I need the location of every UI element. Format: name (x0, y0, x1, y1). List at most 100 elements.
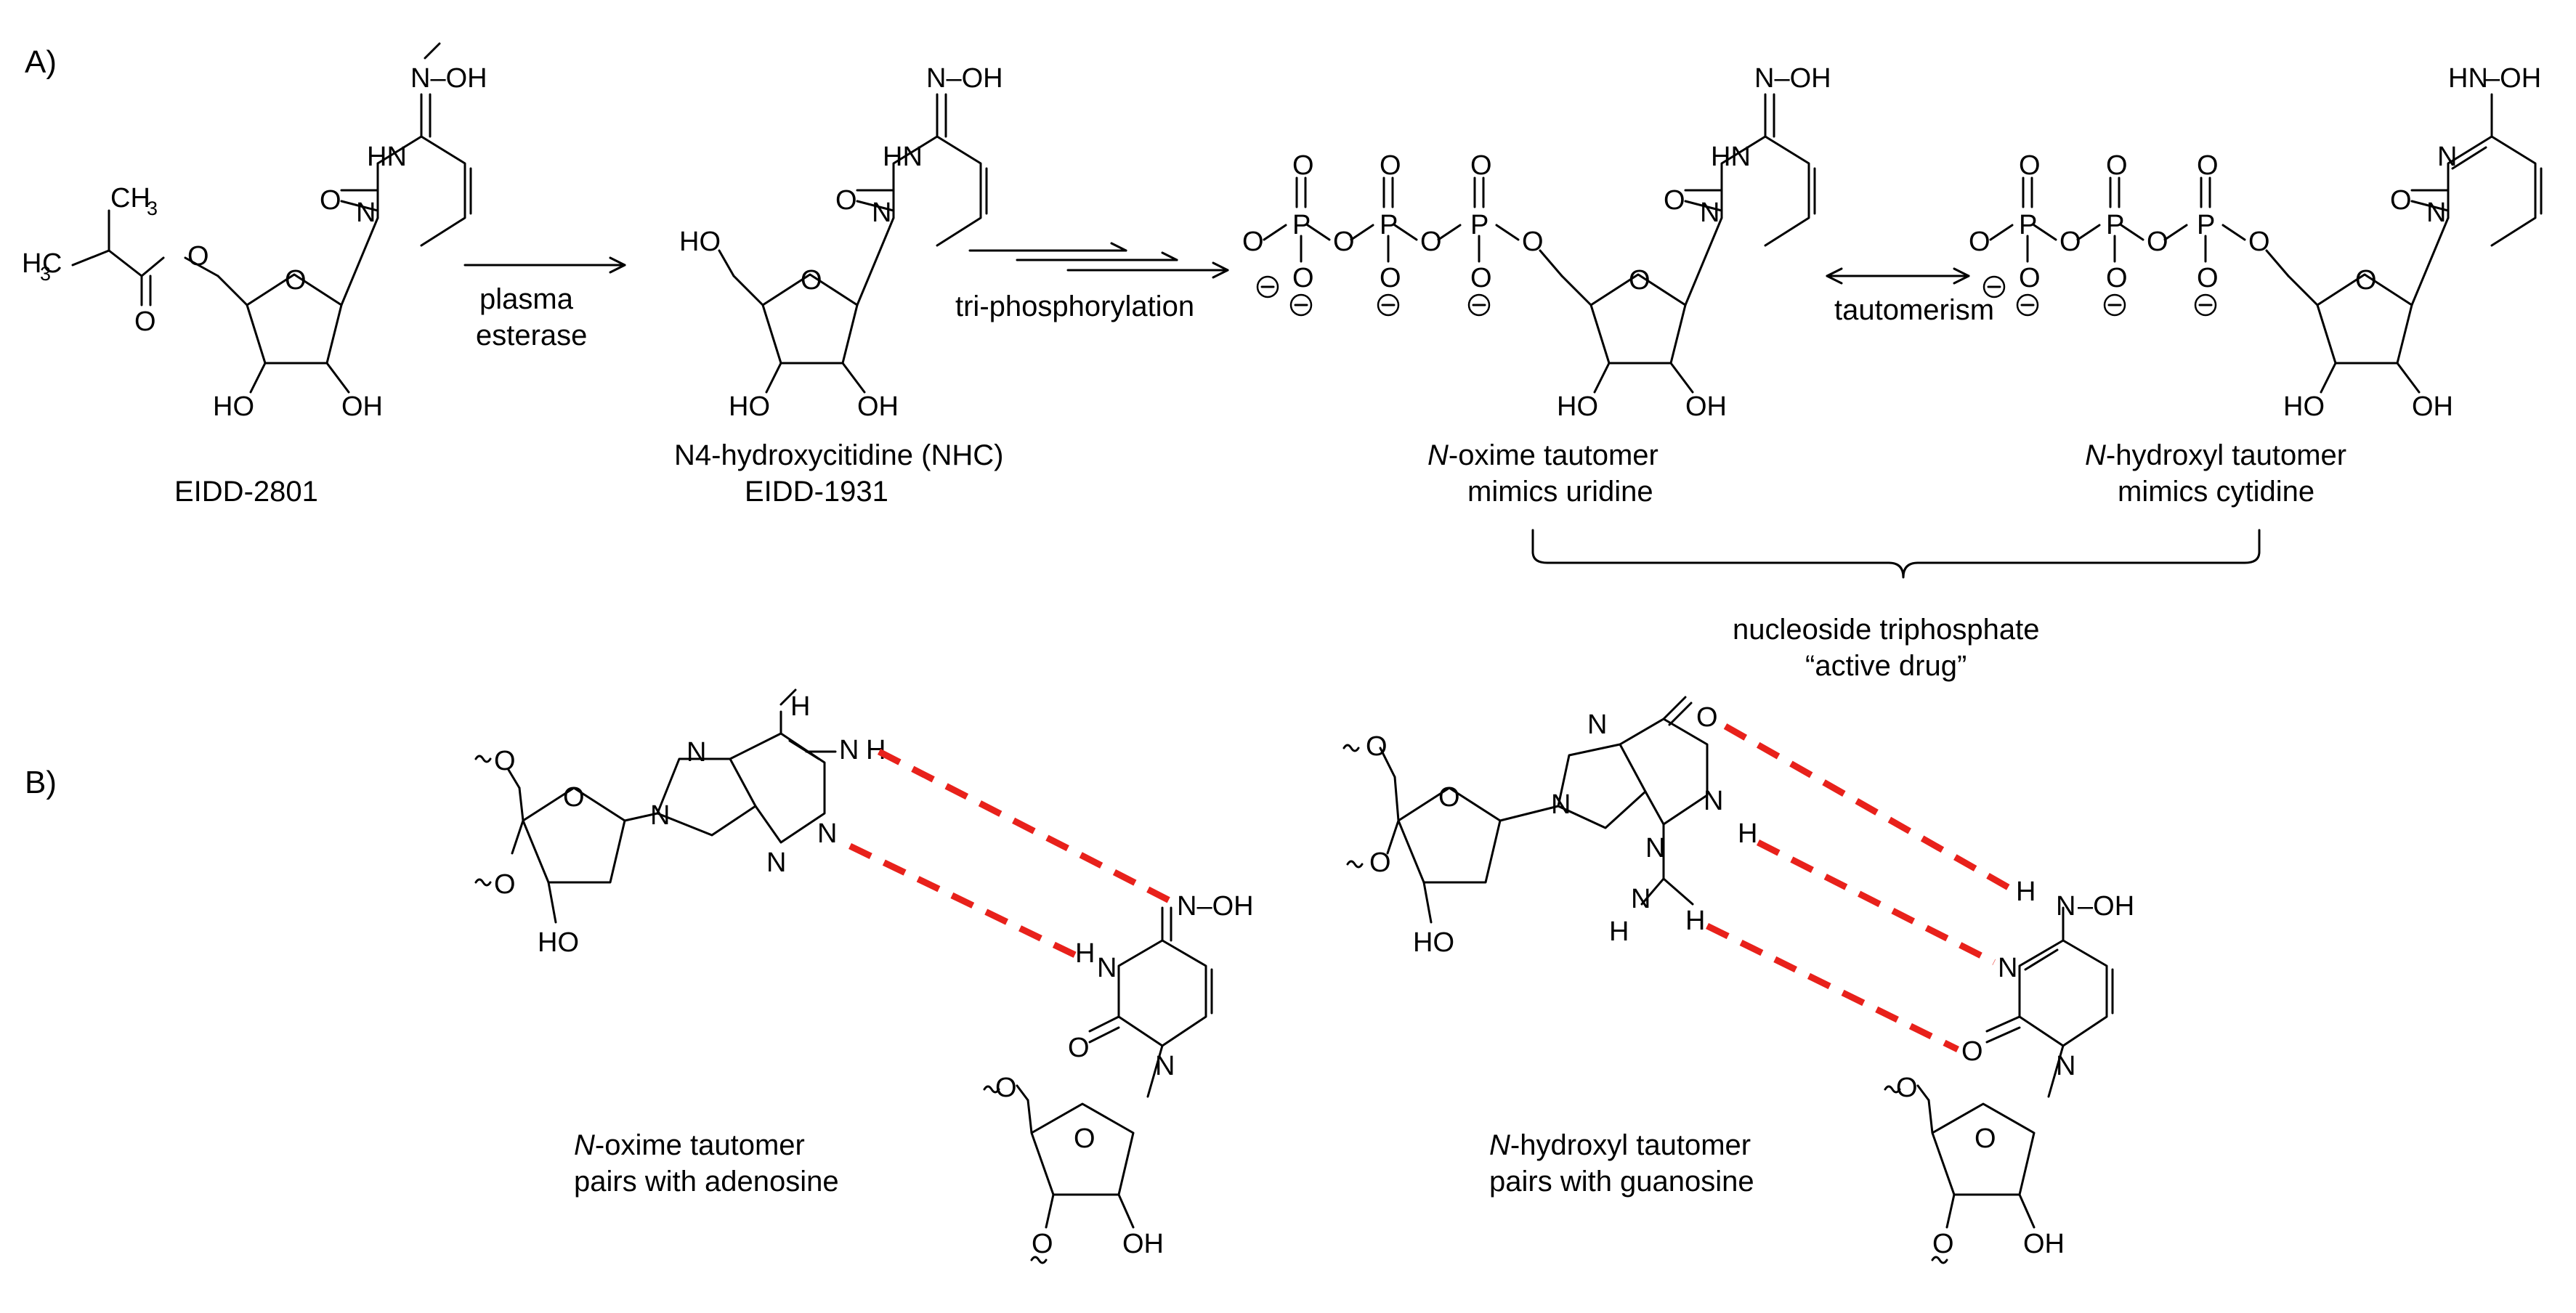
atom-ester-o: O (187, 241, 209, 272)
atom-p-oxo: O (1470, 150, 1492, 181)
molecule-hydroxyl-partner: N H –OH N N O O O O OH (1884, 877, 2134, 1264)
atom-p-oxo: O (2019, 150, 2041, 181)
atom-hydroxyl-oh: –OH (2484, 63, 2541, 94)
atom-ring-o: O (1438, 782, 1460, 813)
atom-3-o: O (1932, 1229, 1954, 1259)
atom-ring-o: O (563, 782, 585, 813)
panel-label-b: B) (25, 765, 57, 800)
label-pair-hydroxyl-line2: pairs with guanosine (1489, 1166, 1754, 1198)
label-pair-oxime-rest: -oxime tautomer (595, 1129, 805, 1161)
arrow1-label-bottom: esterase (476, 320, 587, 351)
atom-p-oxide: O (2197, 263, 2219, 293)
atom-n3: N (2437, 142, 2457, 172)
molecule-nhc: O N HN O N–OH HO HO OH (679, 63, 1003, 422)
negative-charge-icon (2194, 293, 2217, 317)
atom-n-oxime: N–OH (926, 63, 1003, 94)
atom-ring-o: O (1629, 265, 1650, 296)
label-triphosphate-line1: nucleoside triphosphate (1733, 614, 2040, 646)
atom-n6: N (839, 735, 859, 765)
atom-3-o: O (494, 869, 516, 900)
atom-bridge-o: O (1420, 227, 1442, 257)
label-pair-oxime-line1: N-oxime tautomer (574, 1129, 805, 1161)
atom-n4: N (2056, 891, 2075, 922)
hydrogen-bond (1706, 922, 1959, 1053)
molecule-hydroxyl-triphosphate: O N N O HN –OH O HO OH P P P O O O O O O… (1969, 63, 2543, 422)
atom-n9: N (1551, 789, 1571, 820)
label-nhc-line1: N4-hydroxycitidine (NHC) (674, 439, 1003, 471)
atom-3-o: O (1369, 847, 1391, 878)
atom-hn3: HN (367, 142, 407, 172)
atom-n1: N (2426, 198, 2446, 228)
atom-hn3: HN (1711, 142, 1751, 172)
arrow2-label: tri-phosphorylation (955, 290, 1194, 322)
atom-p-gamma: P (1470, 210, 1489, 240)
atom-c2-o: O (1664, 185, 1685, 216)
atom-2-oh: OH (2412, 391, 2453, 422)
atom-h2b: H (1685, 906, 1705, 936)
atom-5-o: O (995, 1073, 1017, 1103)
atom-ring-o: O (801, 265, 822, 296)
atom-ring-o: O (2355, 265, 2377, 296)
molecule-eidd-2801: O N HN O N–OH O O CH 3 H 3 C HO OH (22, 42, 487, 422)
atom-n3h: N (1097, 953, 1117, 983)
label-pair-hydroxyl-italic: N (1489, 1129, 1510, 1161)
arrow-tautomerism (1826, 267, 1970, 285)
atom-h3c: H (22, 248, 41, 279)
atom-n-oxime: N–OH (1754, 63, 1831, 94)
atom-c2-o: O (1068, 1033, 1090, 1063)
atom-5-o: O (1896, 1073, 1918, 1103)
atom-c2-o: O (835, 185, 857, 216)
atom-bridge-o: O (2059, 227, 2081, 257)
atom-p-oxide: O (2019, 263, 2041, 293)
atom-terminal-o: O (1242, 227, 1264, 257)
atom-3-oh: HO (213, 391, 254, 422)
atom-n7: N (1587, 710, 1607, 740)
atom-h6b: H (790, 691, 810, 722)
atom-5-o: O (494, 746, 516, 776)
atom-5-o: O (1366, 731, 1388, 762)
panel-label-a: A) (25, 44, 57, 80)
atom-2-oh: OH (857, 391, 899, 422)
atom-terminal-o: O (1969, 227, 1990, 257)
negative-charge-icon (1289, 293, 1313, 317)
arrow1-label-top: plasma (479, 283, 574, 315)
atom-n3: N (1645, 833, 1665, 863)
atom-n1: N (1704, 786, 1723, 816)
label-hydroxyl-italic: N (2085, 439, 2106, 471)
atom-h4: H (2016, 877, 2036, 907)
arrow3-label: tautomerism (1834, 294, 1994, 326)
hydrogen-bond (877, 748, 1172, 904)
label-oxime-line1: N-oxime tautomer (1427, 439, 1658, 471)
atom-2-oh: OH (341, 391, 383, 422)
molecule-oxime-partner: N–OH N H N O O O O OH (983, 891, 1254, 1264)
atom-p-oxide: O (1292, 263, 1314, 293)
atom-n3: N (1998, 953, 2017, 983)
atom-p-beta: P (2106, 210, 2124, 240)
atom-n-oxime: N–OH (1177, 891, 1254, 922)
negative-charge-icon (2103, 293, 2126, 317)
atom-3-o: O (1032, 1229, 1053, 1259)
molecule-oxime-triphosphate: O N HN O N–OH O HO OH P P P O O O O O O … (1242, 63, 1831, 422)
atom-5-o: O (2248, 227, 2270, 257)
negative-charge-icon (1256, 275, 1279, 298)
atom-n3: N (766, 847, 786, 878)
atom-2-oh: HO (1413, 927, 1454, 958)
hydrogen-bond (1723, 723, 2014, 893)
label-eidd-2801: EIDD-2801 (174, 476, 318, 508)
atom-h3c-c: C (42, 248, 62, 279)
atom-5-o: O (1522, 227, 1544, 257)
molecule-guanosine: O O O HO N N O N H N N H H (1342, 696, 1757, 958)
arrow-tri-phosphorylation (968, 242, 1229, 279)
atom-n1: N (2056, 1051, 2075, 1081)
atom-ch3: CH (110, 183, 150, 214)
atom-hn-hydroxyl: HN (2448, 63, 2488, 94)
atom-ch3-subscript: 3 (147, 198, 158, 219)
atom-c2-o: O (1961, 1036, 1983, 1067)
atom-bridge-o: O (2147, 227, 2168, 257)
label-hydroxyl-rest: -hydroxyl tautomer (2106, 439, 2346, 471)
atom-2-oh: HO (538, 927, 579, 958)
atom-ring-o: O (1074, 1123, 1095, 1154)
atom-c2-o: O (2390, 185, 2412, 216)
atom-carbonyl-o: O (134, 306, 156, 337)
negative-charge-icon (1377, 293, 1400, 317)
